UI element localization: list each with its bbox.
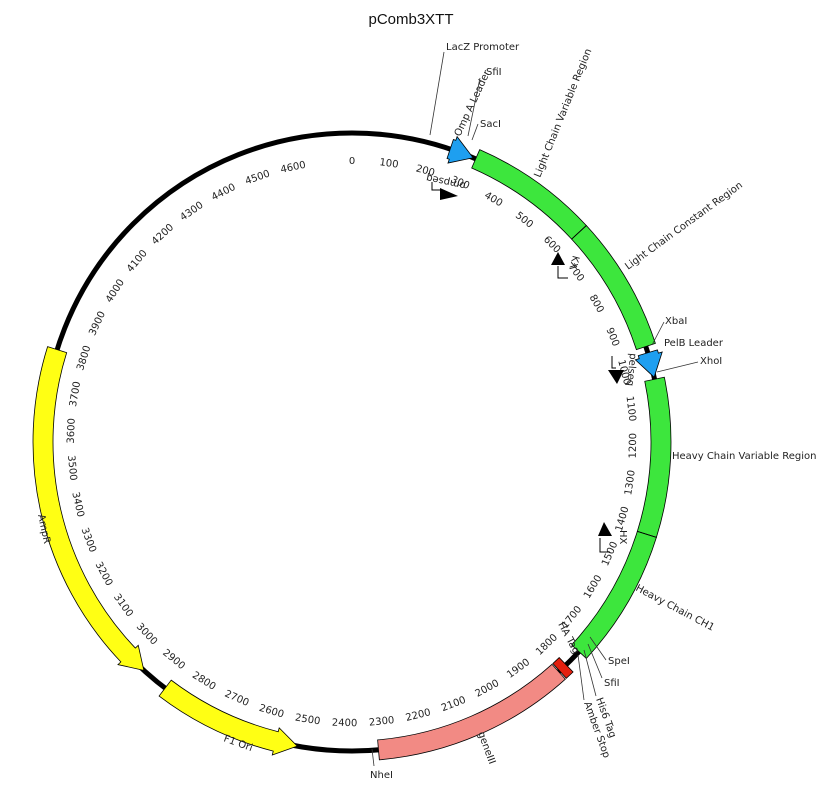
feature-ha-tag (552, 657, 574, 679)
tick-label: 2200 (405, 707, 432, 724)
label-spei: SpeI (608, 656, 630, 667)
kx-arrow-stem (557, 266, 568, 279)
tick-label: 800 (587, 293, 606, 315)
feature-light-chain-constant-region (571, 224, 656, 351)
tick-label: 4200 (150, 222, 176, 247)
tick-label: 4600 (280, 160, 307, 176)
tick-label: 1600 (582, 573, 605, 600)
tick-label: 2100 (440, 695, 468, 714)
tick-label: 2900 (160, 647, 187, 672)
label-light-chain-constant: Light Chain Constant Region (623, 180, 745, 273)
tick-label: 3700 (68, 381, 83, 408)
label-saci: SacI (480, 119, 501, 130)
tick-label: 1800 (534, 632, 560, 658)
tick-label: 2800 (190, 670, 217, 693)
label-nhei: NheI (370, 770, 393, 781)
label-xhoi: XhoI (700, 356, 722, 367)
tick-label: 3300 (79, 526, 98, 554)
segment-divider (571, 225, 587, 240)
label-lacz-promoter: LacZ Promoter (446, 42, 520, 53)
tick-label: 100 (379, 157, 399, 170)
tick-label: 0 (349, 156, 355, 167)
hx-arrow-stem (599, 538, 610, 553)
tick-label: 1200 (628, 433, 639, 459)
label-pelseq: pelseq (624, 353, 638, 387)
tick-label: 600 (541, 234, 562, 255)
tick-label: 3200 (93, 560, 115, 588)
label-geneiii: geneIII (475, 730, 497, 766)
tick-label: 4000 (104, 278, 127, 305)
tick-label: 1400 (614, 505, 632, 532)
tick-label: 3500 (65, 455, 78, 481)
label-pelb-leader: PelB Leader (664, 338, 724, 349)
label-ompseq: ompseq (425, 172, 466, 191)
tick-label: 3400 (69, 491, 85, 518)
tick-label: 3900 (87, 310, 108, 338)
label-sfii-2: SfiI (604, 678, 620, 689)
tick-label: 1900 (505, 657, 532, 681)
tick-label: 3600 (66, 418, 78, 444)
tick-label: 2600 (258, 703, 286, 721)
label-xbai: XbaI (665, 316, 687, 327)
tick-label: 2000 (474, 678, 502, 700)
ompseq-arrow (440, 188, 458, 200)
label-heavy-chain-variable: Heavy Chain Variable Region (672, 451, 816, 462)
tick-label: 2700 (223, 689, 251, 709)
tick-label: 2400 (332, 718, 358, 730)
feature-omp-a-leader (446, 135, 474, 164)
feature-heavy-chain-variable-region (636, 376, 672, 538)
tick-label: 3800 (75, 344, 93, 372)
tick-label: 900 (604, 326, 621, 348)
feature-ampr (32, 346, 145, 671)
ompseq-arrow-stem (431, 182, 440, 191)
tick-label: 1300 (623, 469, 638, 496)
segment-divider (637, 531, 657, 538)
label-hx: HX (617, 530, 628, 545)
label-light-chain-variable: Light Chain Variable Region (533, 47, 595, 179)
tick-label: 4300 (178, 200, 205, 224)
label-heavy-chain-ch1: Heavy Chain CH1 (634, 583, 716, 634)
label-kx: KX (567, 254, 581, 270)
hx-arrow (598, 522, 612, 536)
tick-label: 400 (482, 190, 504, 209)
label-sfii-1: SfiI (486, 67, 502, 78)
tick-label: 4100 (125, 248, 150, 275)
tick-label: 4500 (244, 168, 272, 187)
tick-label: 3000 (134, 621, 159, 647)
tick-label: 1100 (624, 395, 638, 422)
primers-layer (431, 182, 624, 553)
tick-label: 500 (513, 210, 535, 230)
feature-geneiii (377, 663, 566, 761)
pelseq-arrow-stem (611, 356, 616, 369)
tick-label: 200 (415, 163, 436, 179)
feature-pelb-leader (634, 349, 663, 378)
tick-label: 2300 (368, 715, 394, 729)
feature-heavy-chain-ch1 (571, 530, 657, 660)
feature-f1-ori (158, 679, 298, 756)
tick-label: 3100 (111, 592, 135, 619)
plasmid-title: pComb3XTT (368, 11, 453, 28)
pelseq-arrow (608, 370, 624, 384)
features-layer (32, 135, 672, 761)
tick-label: 2500 (294, 713, 321, 728)
tick-label: 4400 (210, 182, 238, 203)
kx-arrow (551, 252, 565, 265)
